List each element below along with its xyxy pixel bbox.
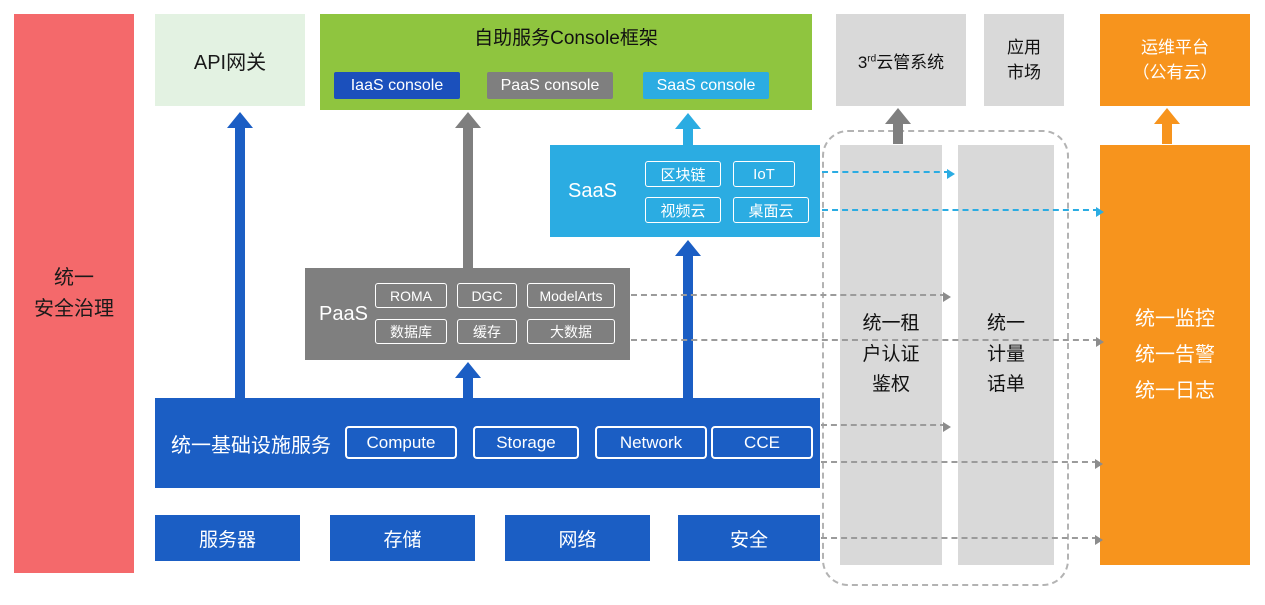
saas-panel: SaaS 区块链 IoT 视频云 桌面云 [550,145,820,237]
hardware-server-panel: 服务器 [155,515,300,561]
saas-item-desktop-cloud: 桌面云 [733,197,809,223]
console-framework-title: 自助服务Console框架 [474,28,658,49]
saas-item-blockchain: 区块链 [645,161,721,187]
paas-label: PaaS [319,302,368,325]
third-cloud-rest: 云管系统 [876,52,945,72]
dashed-line-hardware-to-monitoring [821,535,1103,545]
console-framework-panel: 自助服务Console框架 IaaS console PaaS console … [320,14,812,110]
monitoring-panel: 统一监控 统一告警 统一日志 [1100,145,1250,565]
infrastructure-label: 统一基础设施服务 [171,434,331,457]
paas-item-dgc: DGC [457,283,517,308]
app-market-panel: 应用 市场 [984,14,1064,106]
third-party-cloud-mgmt-label: 3rd云管系统 [858,48,944,73]
iaas-console-button: IaaS console [334,72,460,99]
third-party-cloud-mgmt-panel: 3rd云管系统 [836,14,966,106]
security-governance-panel: 统一 安全治理 [14,14,134,573]
third-cloud-sup: rd [867,52,877,64]
om-platform-label: 运维平台 （公有云） [1132,37,1218,83]
dashed-line-infra-to-metering [821,422,951,432]
arrow-infra-to-saas [675,240,701,398]
hardware-storage-panel: 存储 [330,515,475,561]
infra-item-network: Network [595,426,707,459]
arrow-infra-to-paas [455,362,481,398]
paas-item-cache: 缓存 [457,319,517,344]
paas-item-modelarts: ModelArts [527,283,615,308]
metering-label: 统一 计量 话单 [986,313,1025,396]
security-governance-label: 统一 安全治理 [34,266,114,320]
tenant-auth-panel: 统一租 户认证 鉴权 [840,145,942,565]
saas-label: SaaS [568,179,617,202]
infra-item-storage: Storage [473,426,579,459]
paas-item-bigdata: 大数据 [527,319,615,344]
arrow-infra-to-api-gateway [227,112,253,398]
api-gateway-label: API网关 [193,51,267,74]
paas-panel: PaaS ROMA DGC ModelArts 数据库 缓存 大数据 [305,268,630,360]
dashed-line-paas-to-metering [631,292,951,302]
dashed-line-saas-to-monitoring [822,207,1104,217]
tenant-auth-label: 统一租 户认证 鉴权 [862,313,920,396]
api-gateway-panel: API网关 [155,14,305,106]
paas-item-database: 数据库 [375,319,447,344]
om-platform-panel: 运维平台 （公有云） [1100,14,1250,106]
arrow-monitoring-to-om-platform [1154,108,1180,144]
infra-item-compute: Compute [345,426,457,459]
app-market-label: 应用 市场 [1007,37,1041,83]
third-cloud-base: 3 [857,52,868,72]
saas-item-video-cloud: 视频云 [645,197,721,223]
arrow-saas-to-console [675,113,701,145]
dashed-line-saas-to-metering [822,169,955,179]
infra-item-cce: CCE [711,426,813,459]
saas-console-button: SaaS console [643,72,769,99]
dashed-line-infra-to-monitoring [821,459,1103,469]
dashed-line-paas-to-monitoring [631,337,1104,347]
hardware-security-panel: 安全 [678,515,820,561]
metering-panel: 统一 计量 话单 [958,145,1054,565]
monitoring-label: 统一监控 统一告警 统一日志 [1135,308,1215,402]
paas-console-button: PaaS console [487,72,613,99]
arrow-paas-to-console [455,112,481,268]
shared-services-group-frame [822,130,1069,586]
paas-item-roma: ROMA [375,283,447,308]
saas-item-iot: IoT [733,161,795,187]
hardware-network-panel: 网络 [505,515,650,561]
arrow-shared-to-third-cloud [885,108,911,144]
infrastructure-panel: 统一基础设施服务 Compute Storage Network CCE [155,398,820,488]
